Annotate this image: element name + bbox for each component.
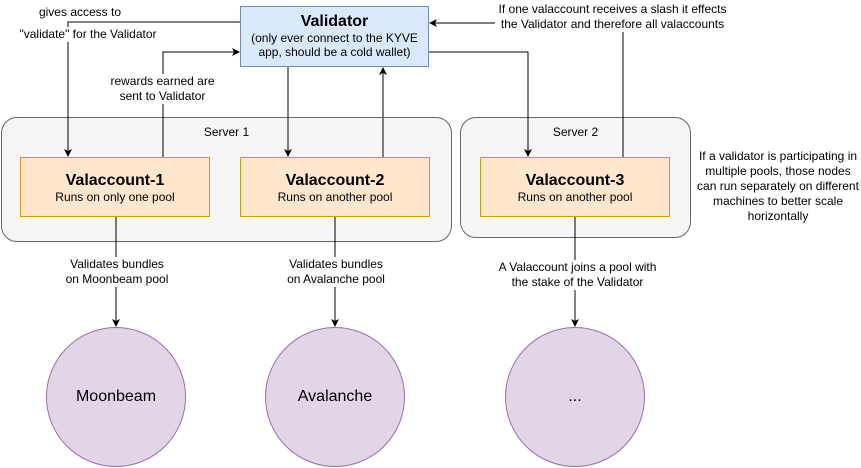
annotation-rewards: rewards earned are sent to Validator xyxy=(105,74,220,104)
pool-avalanche: Avalanche xyxy=(265,327,405,467)
annotation-slash: If one valaccount receives a slash it ef… xyxy=(495,2,730,32)
valaccount-1-title: Valaccount-1 xyxy=(65,172,165,189)
pool-more-label: ... xyxy=(568,388,582,405)
server-2-label: Server 2 xyxy=(552,125,599,139)
annotation-multi-pool: If a validator is participating in multi… xyxy=(697,149,859,223)
pool-more: ... xyxy=(505,327,645,467)
pool-avalanche-label: Avalanche xyxy=(297,388,373,405)
annotation-gives-access-line1: gives access to xyxy=(38,5,122,19)
annotation-joins-pool: A Valaccount joins a pool with the stake… xyxy=(495,260,660,290)
valaccount-3-node: Valaccount-3 Runs on another pool xyxy=(480,157,670,217)
annotation-validates-avalanche: Validates bundles on Avalanche pool xyxy=(281,257,391,287)
validator-node: Validator (only ever connect to the KYVE… xyxy=(240,6,429,67)
valaccount-2-node: Valaccount-2 Runs on another pool xyxy=(240,157,430,217)
valaccount-1-subtitle: Runs on only one pool xyxy=(55,190,175,204)
pool-moonbeam-label: Moonbeam xyxy=(75,388,157,405)
valaccount-1-node: Valaccount-1 Runs on only one pool xyxy=(20,157,210,217)
validator-subtitle: (only ever connect to the KYVE app, shou… xyxy=(251,31,418,59)
valaccount-2-title: Valaccount-2 xyxy=(285,172,385,189)
validator-title: Validator xyxy=(300,13,369,30)
valaccount-2-subtitle: Runs on another pool xyxy=(277,190,393,204)
valaccount-3-subtitle: Runs on another pool xyxy=(517,190,633,204)
annotation-gives-access-line2: "validate" for the Validator xyxy=(16,27,160,42)
annotation-validates-moonbeam: Validates bundles on Moonbeam pool xyxy=(62,257,172,287)
server-1-label: Server 1 xyxy=(203,125,250,139)
pool-moonbeam: Moonbeam xyxy=(46,327,186,467)
valaccount-3-title: Valaccount-3 xyxy=(525,172,625,189)
